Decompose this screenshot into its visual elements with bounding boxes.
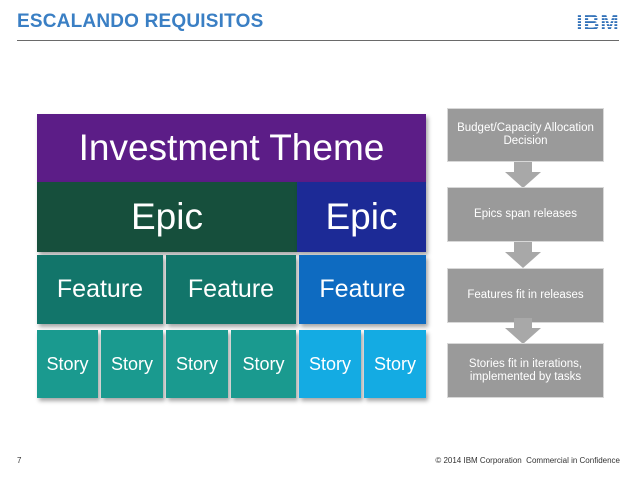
- story-block-4: Story: [231, 330, 296, 398]
- down-arrow-icon: [505, 242, 541, 268]
- epic-block-1: Epic: [37, 182, 297, 252]
- down-arrow-icon: [505, 162, 541, 188]
- feature-block-3: Feature: [299, 255, 426, 324]
- process-step-stories: Stories fit in iterations, implemented b…: [447, 343, 604, 398]
- story-block-6: Story: [364, 330, 426, 398]
- page-number: 7: [17, 456, 22, 465]
- story-block-3: Story: [166, 330, 228, 398]
- story-block-1: Story: [37, 330, 98, 398]
- process-step-features: Features fit in releases: [447, 268, 604, 323]
- investment-theme-block: Investment Theme: [37, 114, 426, 182]
- feature-block-2: Feature: [166, 255, 296, 324]
- slide-title: ESCALANDO REQUISITOS: [17, 11, 264, 32]
- feature-block-1: Feature: [37, 255, 163, 324]
- ibm-logo-text: IBM: [576, 10, 619, 35]
- story-block-5: Story: [299, 330, 361, 398]
- ibm-logo: IBM: [575, 10, 621, 35]
- down-arrow-icon: [505, 318, 541, 344]
- process-step-budget: Budget/Capacity Allocation Decision: [447, 108, 604, 162]
- copyright-notice: © 2014 IBM Corporation Commercial in Con…: [435, 456, 620, 465]
- story-block-2: Story: [101, 330, 163, 398]
- process-step-epics: Epics span releases: [447, 187, 604, 242]
- title-divider: [17, 40, 619, 41]
- epic-block-2: Epic: [297, 182, 426, 252]
